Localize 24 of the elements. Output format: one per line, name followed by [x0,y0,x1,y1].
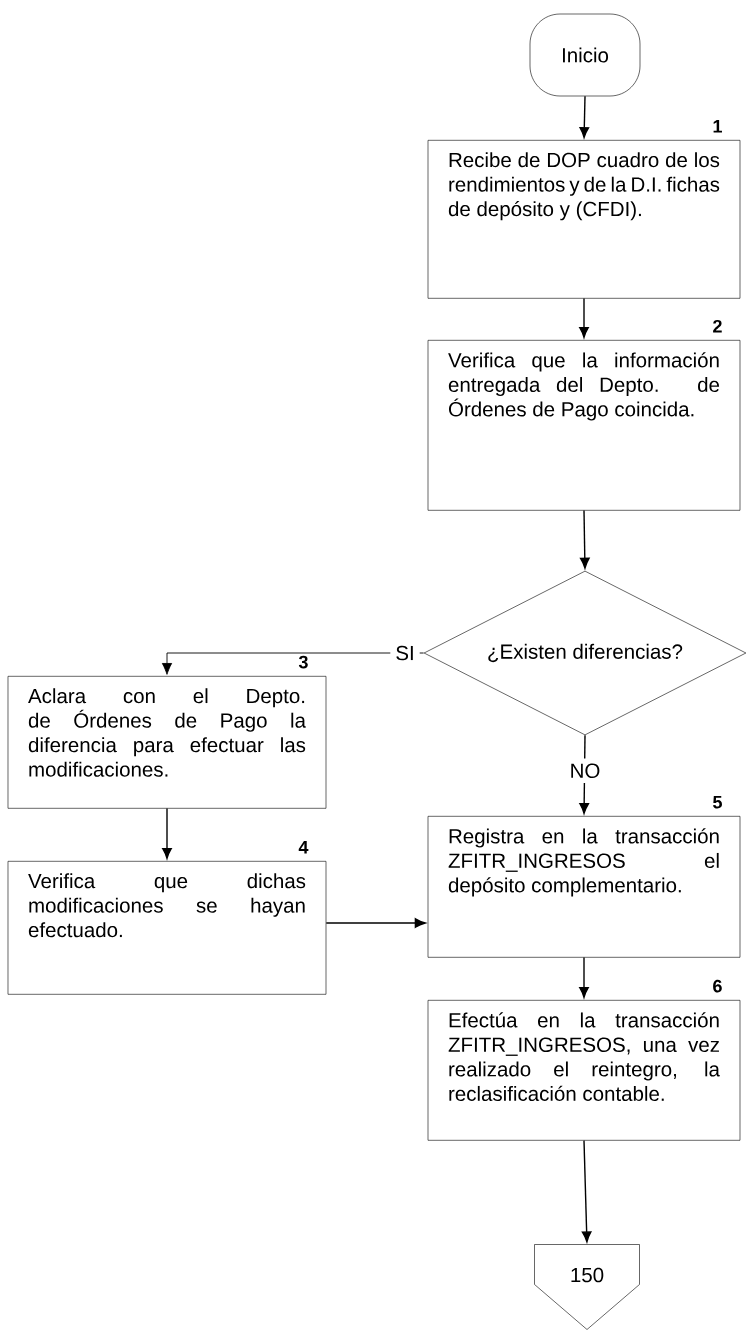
arrow [162,807,172,860]
arrow [579,509,590,569]
edge-label: NO [564,758,606,783]
arrow [579,297,589,339]
process-box: Aclara con el Depto. de Órdenes de Pago la diferencia para efectuar las modificaciones. [7,676,327,809]
arrow [161,652,425,675]
start-terminal: Inicio [529,13,641,97]
arrow [579,956,589,999]
process-box: Recibe de DOP cuadro de los rendimientos y de la D.I. fichas de depósito y (CFDI). [427,140,741,299]
process-box: Verifica que la información entregada del Depto. de Órdenes de Pago coincida. [427,340,741,511]
arrow [581,1139,592,1243]
process-box: Verifica que dichas modificaciones se hayan efectuado. [7,861,327,995]
arrow [325,918,426,928]
step-number: 3 [298,655,308,669]
process-box: Registra en la transacción ZFITR_INGRESOS el depósito complementario. [427,816,741,958]
arrow [579,95,590,139]
step-number: 1 [713,120,722,133]
edge-label: SI [390,640,420,666]
step-number: 4 [298,841,309,854]
step-number: 2 [713,319,722,333]
process-box: Efectúa en la transacción ZFITR_INGRESOS, una vez realizado el reintegro, la reclasificación contable. [427,1000,741,1141]
step-number: 6 [713,979,722,993]
off-page-connector: 150 [534,1244,640,1330]
step-number: 5 [713,795,722,809]
